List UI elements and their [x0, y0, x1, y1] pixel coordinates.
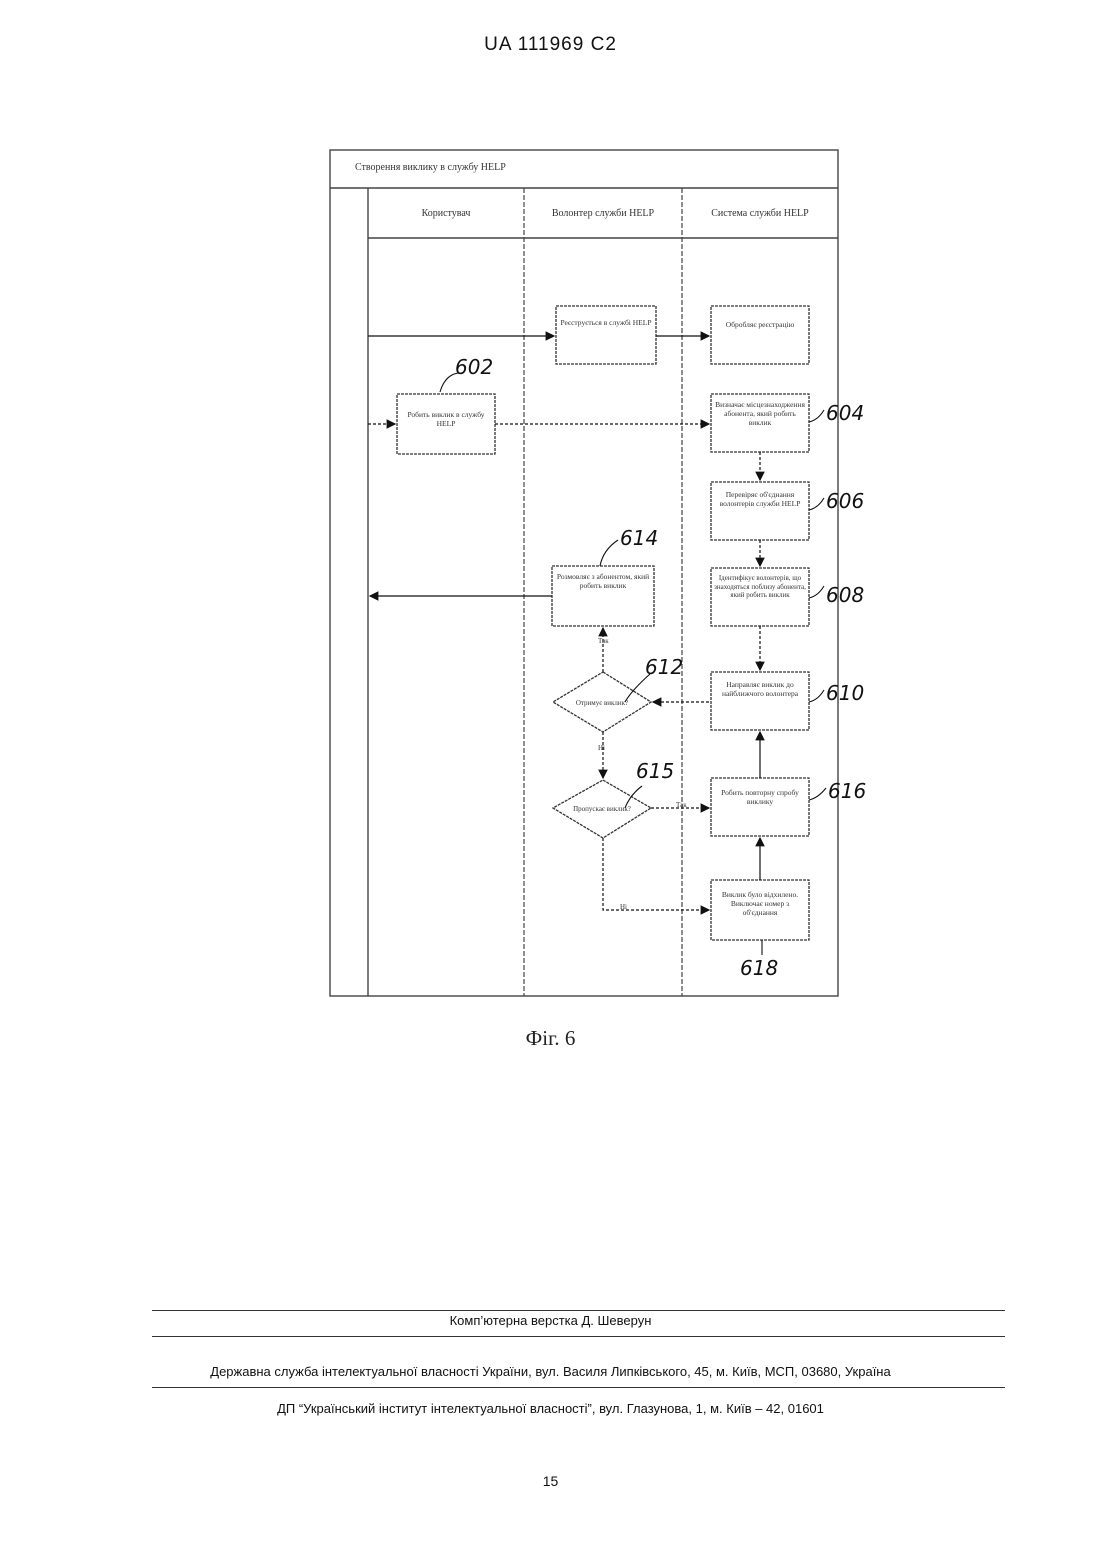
ref-615: 615 [636, 759, 674, 783]
label-no-accept: Ні [598, 744, 605, 752]
ref-610: 610 [826, 681, 864, 705]
label-no-skip: Ні [620, 903, 627, 911]
lane-system: Система служби HELP [711, 208, 809, 219]
text-decision-accept: Отримує виклик? [576, 699, 628, 707]
typesetting-credit: Комп’ютерна верстка Д. Шеверун [0, 1313, 1101, 1328]
text-determine-location: Визначає місцезнаходження абонента, який… [713, 400, 807, 427]
ref-602: 602 [455, 355, 493, 379]
label-yes-accept: Так [598, 637, 609, 645]
footer-rule-1 [152, 1310, 1005, 1311]
ref-618: 618 [740, 956, 778, 980]
ref-606: 606 [826, 489, 864, 513]
lane-volunteer: Волонтер служби HELP [552, 208, 655, 219]
text-direct-call: Направляє виклик до найближчого волонтер… [713, 680, 807, 698]
figure-caption: Фіг. 6 [0, 1026, 1101, 1051]
figure-title: Створення виклику в службу HELP [355, 162, 506, 173]
text-call-rejected: Виклик було відхилено. Виключає номер з … [713, 890, 807, 917]
text-process-registration: Обробляє реєстрацію [713, 320, 807, 329]
ref-604: 604 [826, 401, 864, 425]
ref-616: 616 [828, 779, 866, 803]
text-retry-call: Робить повторну спробу виклику [713, 788, 807, 806]
text-make-call: Робить виклик в службу HELP [400, 410, 492, 428]
office-address: Державна служба інтелектуальної власност… [0, 1364, 1101, 1379]
text-decision-skip: Пропускає виклик? [573, 805, 631, 813]
text-check-groups: Перевіряє об'єднання волонтерів служби H… [713, 490, 807, 508]
footer-rule-2 [152, 1336, 1005, 1337]
label-yes-skip: Так [676, 801, 687, 809]
ref-608: 608 [826, 583, 864, 607]
lane-user: Користувач [422, 208, 471, 219]
text-talk-subscriber: Розмовляє з абонентом, який робить викли… [554, 572, 652, 590]
institute-address: ДП “Український інститут інтелектуальної… [0, 1401, 1101, 1416]
text-register: Реєструється в службі HELP [558, 318, 654, 327]
ref-612: 612 [645, 655, 683, 679]
page-number: 15 [0, 1473, 1101, 1489]
ref-614: 614 [620, 526, 658, 550]
footer-rule-3 [152, 1387, 1005, 1388]
text-identify-volunteers: Ідентифікує волонтерів, що знаходяться п… [713, 574, 807, 600]
